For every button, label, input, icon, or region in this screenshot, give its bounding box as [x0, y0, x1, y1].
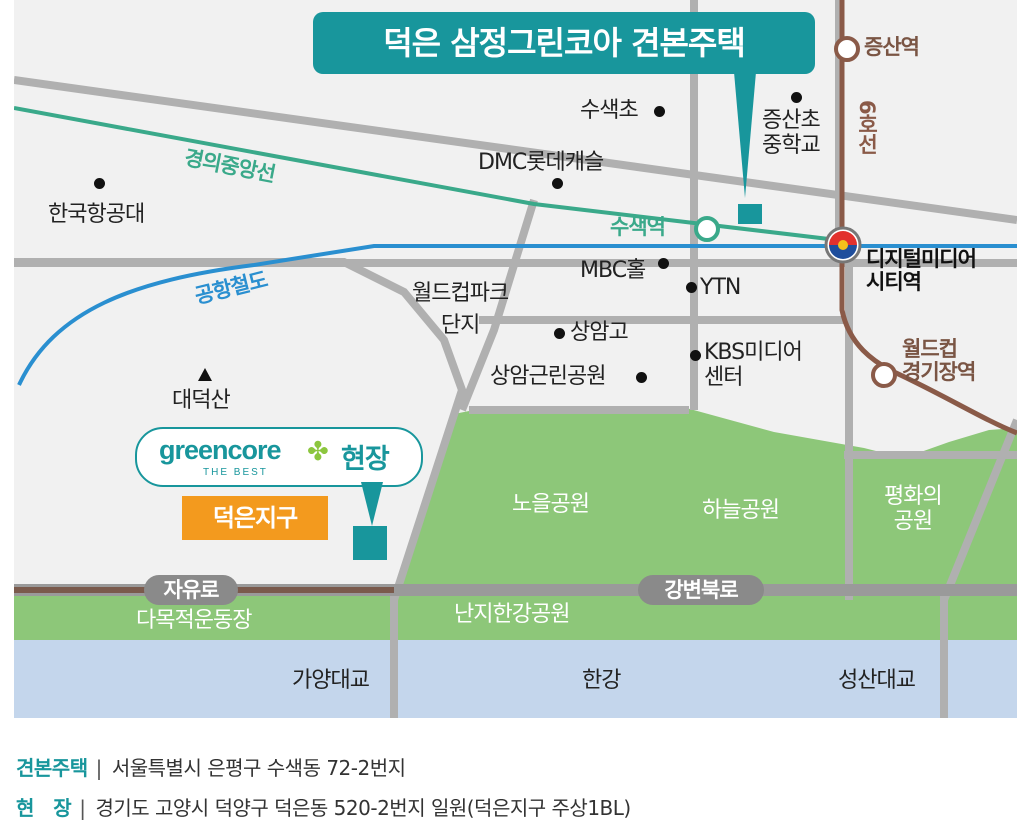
susaek-station-icon	[694, 216, 720, 242]
separator: |	[95, 756, 103, 780]
noeul-park-label: 노을공원	[512, 492, 590, 517]
title-pointer	[734, 72, 756, 198]
susaek-elementary-label: 수색초	[580, 98, 639, 123]
site-pointer	[361, 482, 383, 526]
worldcup-station[interactable]: 월드컵 경기장역	[902, 337, 976, 385]
sangam-high-dot	[554, 328, 565, 339]
model-house-key: 견본주택	[16, 756, 88, 780]
seongsan-bridge-label: 성산대교	[838, 668, 916, 693]
damok-stadium-label: 다목적운동장	[136, 608, 252, 633]
ytn-label: YTN	[700, 275, 741, 300]
site-address-row: 현 장 | 경기도 고양시 덕양구 덕은동 520-2번지 일원(덕은지구 주상1B…	[16, 792, 631, 821]
jeungsan-school-label: 증산초 중학교	[762, 108, 821, 159]
brand-name: greencore	[159, 435, 282, 465]
dmc-station[interactable]: 디지털미디어 시티역	[866, 247, 977, 295]
sangam-park-dot	[636, 372, 647, 383]
aerospace-univ-label: 한국항공대	[48, 202, 145, 227]
brand-sub: THE BEST	[203, 467, 268, 478]
jayuro-road: 자유로	[144, 575, 238, 605]
site-key: 현 장	[16, 796, 72, 820]
mountain-icon	[198, 368, 212, 381]
mbc-label: MBC홀	[580, 258, 646, 283]
haneul-park-label: 하늘공원	[702, 498, 780, 523]
site-badge: greencore ✤ THE BEST 현장	[135, 427, 423, 487]
peace-park-label: 평화의 공원	[884, 484, 943, 535]
gangbyeon-road: 강변북로	[638, 575, 764, 605]
susaek-elementary-dot	[654, 106, 665, 117]
site-label: 현장	[341, 444, 390, 475]
mbc-dot	[658, 258, 669, 269]
worldcup-park-label: 월드컵파크 단지	[412, 281, 509, 338]
kbs-label: KBS미디어 센터	[704, 340, 803, 391]
model-house-address-row: 견본주택 | 서울특별시 은평구 수색동 72-2번지	[16, 752, 406, 781]
model-house-marker	[738, 204, 762, 224]
jeungsan-station-icon	[834, 36, 860, 62]
gayang-bridge-label: 가양대교	[292, 668, 370, 693]
separator: |	[79, 796, 86, 820]
district-badge: 덕은지구	[182, 496, 328, 540]
leaf-icon: ✤	[307, 437, 329, 467]
transfer-station-icon	[824, 226, 862, 264]
susaek-station[interactable]: 수색역	[610, 215, 666, 239]
dmc-castle-label: DMC롯데캐슬	[478, 150, 604, 175]
line6-label: 6호선	[855, 100, 879, 154]
map[interactable]: 덕은 삼정그린코아 견본주택 greencore ✤ THE BEST 현장 덕…	[14, 0, 1017, 718]
site-marker	[353, 526, 387, 560]
model-house-address: 서울특별시 은평구 수색동 72-2번지	[111, 756, 406, 780]
ytn-dot	[686, 282, 697, 293]
sangam-high-label: 상암고	[570, 320, 629, 345]
aerospace-univ-dot	[94, 178, 105, 189]
jeungsan-station[interactable]: 증산역	[864, 35, 920, 59]
jeungsan-school-dot	[791, 92, 802, 103]
han-river-label: 한강	[582, 668, 621, 693]
kbs-dot	[690, 350, 701, 361]
worldcup-station-icon	[871, 362, 897, 388]
sangam-park-label: 상암근린공원	[490, 364, 606, 389]
site-address: 경기도 고양시 덕양구 덕은동 520-2번지 일원(덕은지구 주상1BL)	[95, 796, 631, 820]
nanji-park-label: 난지한강공원	[454, 602, 570, 627]
dmc-castle-dot	[552, 178, 563, 189]
daedeoksan-label: 대덕산	[172, 388, 231, 413]
model-house-title: 덕은 삼정그린코아 견본주택	[313, 12, 815, 74]
